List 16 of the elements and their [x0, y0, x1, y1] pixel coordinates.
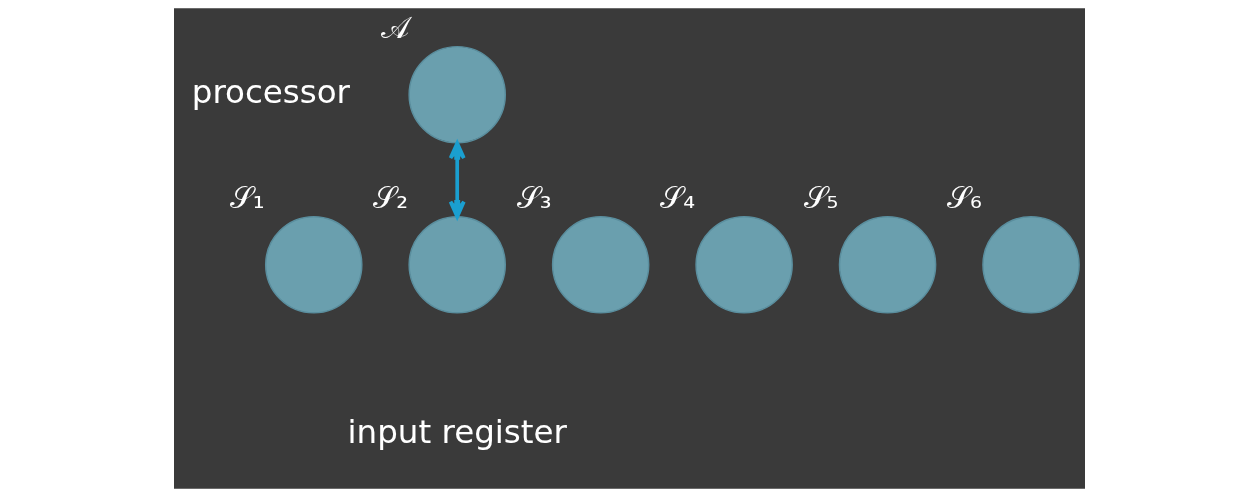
node-label: 𝒮₂ [372, 180, 408, 215]
node-circle [551, 215, 649, 314]
arrow [448, 141, 466, 219]
node-circle [264, 215, 363, 314]
node-circle [407, 45, 506, 144]
node-circle [838, 215, 936, 314]
node-circle [407, 215, 506, 314]
node-circle [694, 215, 793, 314]
label: processor [191, 72, 350, 111]
node-circle [981, 215, 1080, 314]
node-label: 𝒮₅ [803, 180, 838, 215]
label: input register [347, 413, 567, 452]
node-label: 𝒮₆ [946, 180, 982, 215]
node-label: 𝒮₄ [659, 180, 695, 215]
node-label: 𝒮₁ [229, 180, 265, 215]
node-label: 𝒮₃ [516, 180, 552, 215]
